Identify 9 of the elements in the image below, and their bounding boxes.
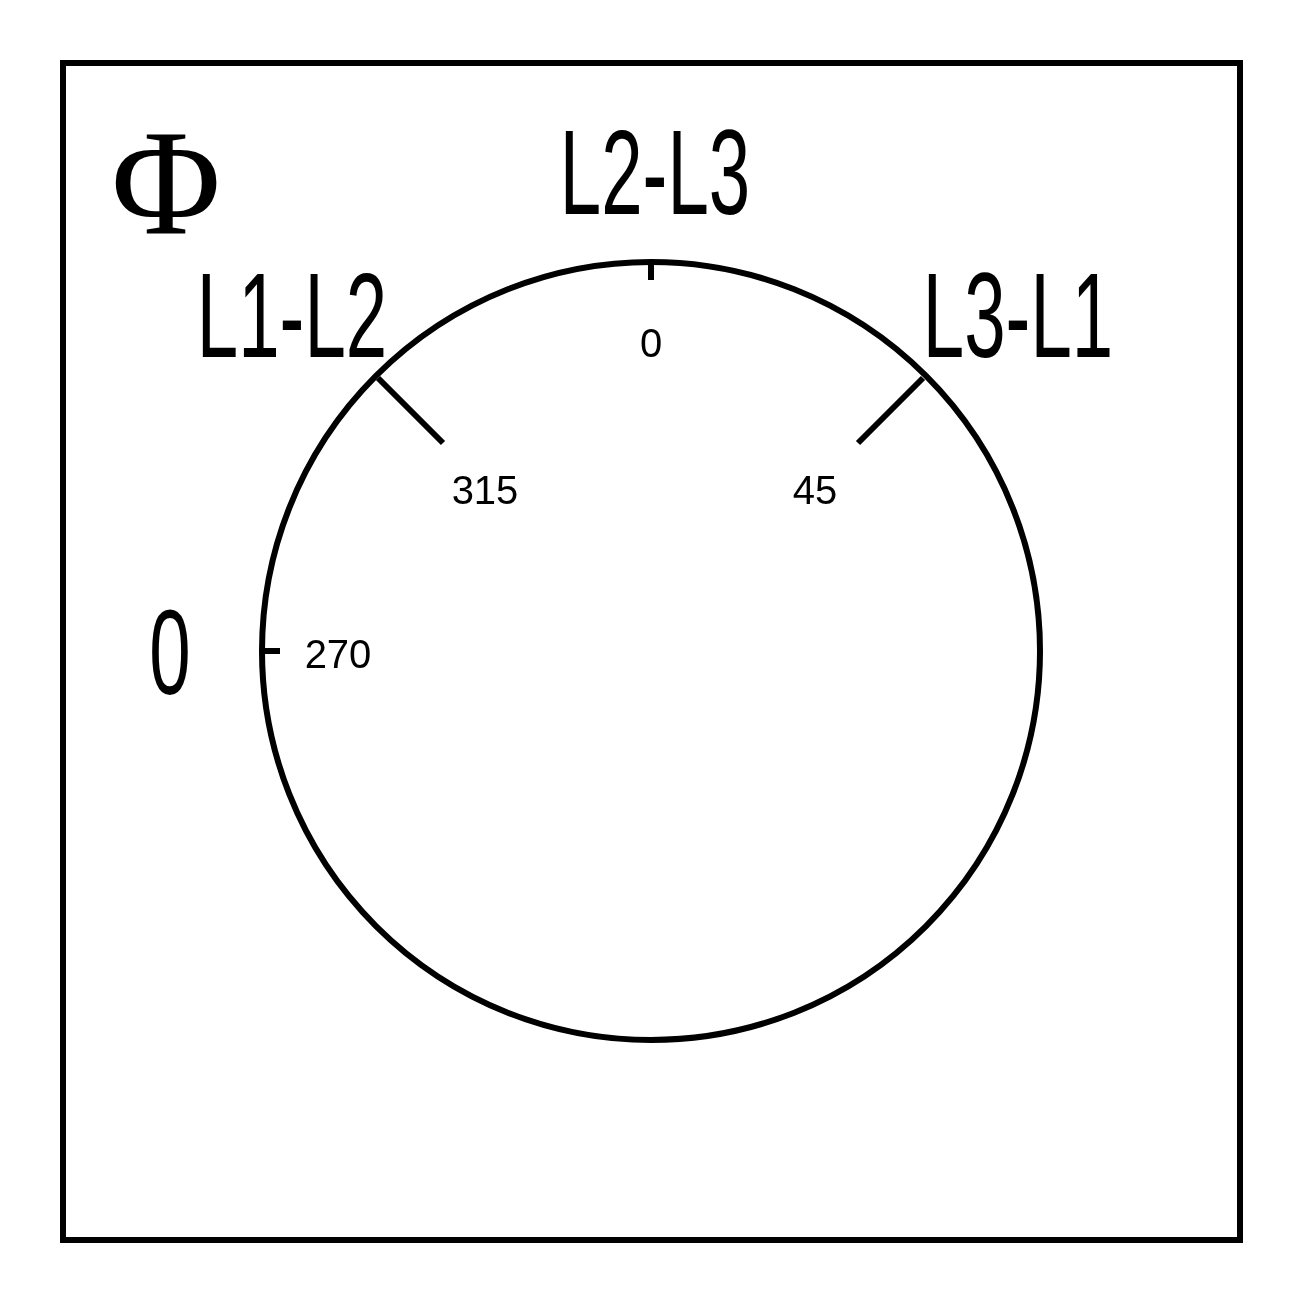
- angle-label: 45: [792, 470, 838, 510]
- phase-symbol: Φ: [111, 107, 221, 257]
- angle-label: 270: [304, 634, 372, 674]
- angle-label: 0: [639, 323, 663, 363]
- position-label: L1-L2: [196, 255, 388, 375]
- angle-label: 315: [451, 470, 519, 510]
- position-label: L3-L1: [922, 255, 1114, 375]
- position-label: L2-L3: [559, 112, 751, 232]
- position-label: 0: [149, 592, 191, 712]
